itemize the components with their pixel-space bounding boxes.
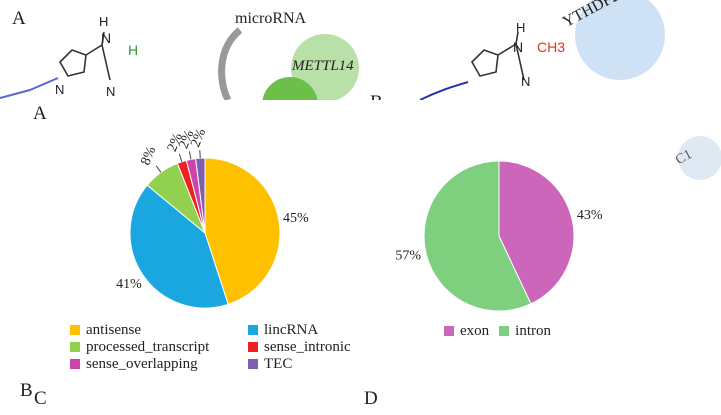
legend-item-intron: intron (499, 323, 551, 339)
pie-percent-label: 57% (395, 249, 421, 264)
top-figure-band: A B N H H N N microRNA METTL14 H N CH3 N… (0, 0, 721, 100)
legend-item-tec: TEC (248, 356, 378, 372)
methyl-ring-n-label: N (521, 74, 531, 89)
legend-item-sense-intronic: sense_intronic (248, 339, 378, 355)
legend-swatch (248, 359, 258, 369)
legend-item-antisense: antisense (70, 322, 248, 338)
pie-slice-antisense (204, 157, 281, 305)
mettl14-label: METTL14 (292, 58, 354, 74)
legend-swatch (444, 326, 454, 336)
amine-n-label: N (101, 30, 112, 46)
adenosine-structure-left (0, 31, 111, 99)
pie-percent-label: 41% (116, 277, 142, 292)
panel-label-top-b: B (370, 92, 383, 100)
ring-n2-label: N (106, 84, 116, 99)
methyltransferase-complex (218, 27, 359, 100)
panel-label-d: D (364, 388, 378, 409)
pie-percent-label: 2% (176, 128, 197, 151)
legend-swatch (248, 342, 258, 352)
legend-label: lincRNA (264, 321, 319, 338)
pie-leader-line (188, 151, 192, 160)
pie-slice-intron (423, 160, 532, 312)
microrna-label: microRNA (235, 10, 307, 27)
legend-item-lincrna: lincRNA (248, 322, 378, 338)
legend-label: exon (460, 322, 490, 339)
legend-swatch (248, 325, 258, 335)
legend-label: intron (515, 322, 552, 339)
pie-slice-exon (498, 160, 575, 305)
legend-swatch (70, 359, 80, 369)
legend-swatch (499, 326, 510, 336)
pie-slice-lincrna (129, 184, 229, 309)
panel-label-b: B (20, 380, 33, 401)
methylated-adenosine-right (420, 0, 665, 100)
pie2-legend: exon intron (444, 323, 551, 339)
pie-percent-label: 45% (283, 211, 309, 226)
pie1-legend: antisense lincRNA processed_transcript s… (70, 322, 380, 372)
legend-swatch (70, 342, 80, 352)
legend-label: sense_overlapping (86, 355, 198, 372)
legend-label: TEC (264, 355, 293, 372)
legend-label: processed_transcript (86, 338, 210, 355)
ring-n-label: N (55, 82, 65, 97)
reader-circle-fragment (678, 136, 721, 180)
legend-item-exon: exon (444, 323, 489, 339)
pie-leader-line (199, 150, 201, 159)
pie-leader-line (178, 153, 183, 162)
pie-percent-label: 2% (165, 131, 186, 154)
pie-percent-label: 2% (188, 126, 209, 149)
exon-intron-pie-chart: 43% 57% (395, 160, 603, 312)
legend-label: antisense (86, 321, 141, 338)
pie-percent-label: 43% (577, 208, 603, 223)
pie-leader-line (155, 165, 162, 173)
legend-label: sense_intronic (264, 338, 351, 355)
amine-h-label: H (128, 42, 139, 58)
panel-label-top-a: A (12, 8, 26, 29)
legend-swatch (70, 325, 80, 335)
methyl-ch3-label: CH3 (537, 39, 566, 55)
pie-percent-label: 8% (138, 144, 159, 167)
panel-label-c: C (34, 388, 47, 409)
panel-label-a: A (33, 103, 47, 124)
lncrna-type-pie-chart: 45% 41% 8% 2%2%2% (116, 126, 309, 309)
methyl-h-label: H (516, 20, 526, 35)
legend-item-processed-transcript: processed_transcript (70, 339, 248, 355)
legend-item-sense-overlapping: sense_overlapping (70, 356, 248, 372)
amine-h-top-label: H (99, 14, 109, 29)
methyl-n-label: N (513, 39, 524, 55)
